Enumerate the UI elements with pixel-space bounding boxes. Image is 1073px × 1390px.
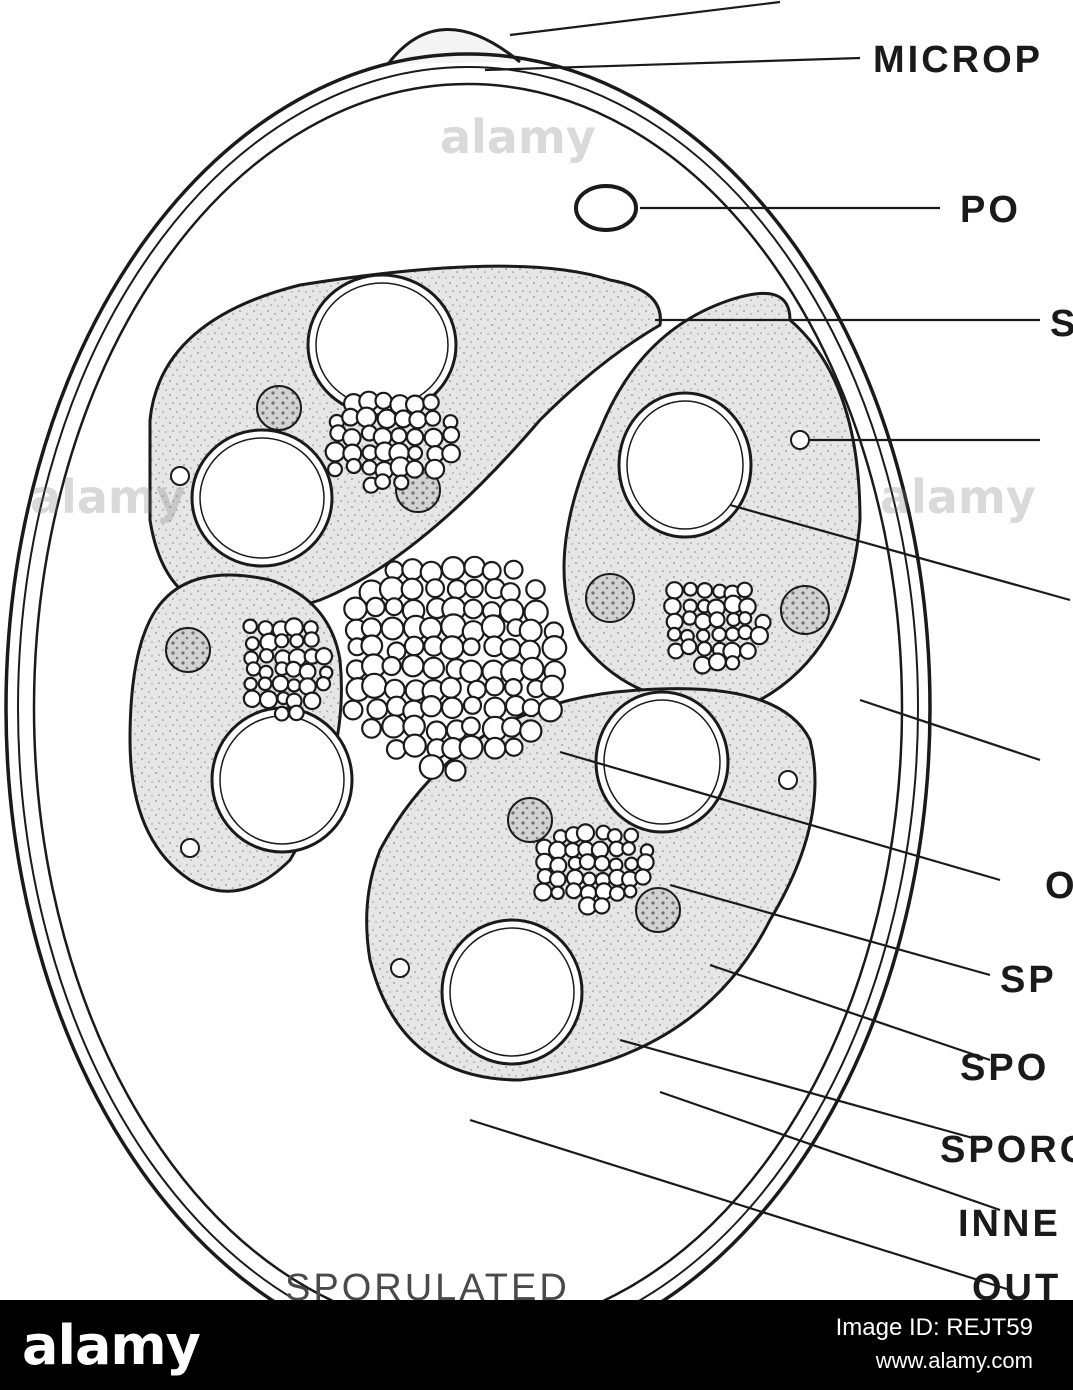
label-sporozoite: SPOROZ <box>940 1129 1073 1171</box>
brand-logo[interactable]: alamy <box>22 1314 201 1377</box>
sporocyst-residuum-c <box>663 581 772 675</box>
caption-sporulated: SPORULATED <box>285 1267 570 1300</box>
sporocyst-residuum-a <box>324 390 462 494</box>
label-sporozoite-nucleus: SPO <box>960 1047 1049 1089</box>
sporocyst-right <box>562 291 862 706</box>
polar-granule <box>574 184 638 232</box>
micropyle-gap <box>430 70 490 75</box>
oocyst-diagram: MICROP PO S O SP SPO SPOROZ INNE OUT SPO… <box>4 0 1073 1300</box>
oocyst-residuum <box>342 555 568 782</box>
site-url[interactable]: www.alamy.com <box>875 1348 1033 1373</box>
sporocyst-residuum-b <box>242 617 334 722</box>
sporocyst-lower-left <box>128 573 354 893</box>
sporocyst-residuum-d <box>533 823 655 916</box>
leader-lines <box>469 0 1071 1292</box>
image-id: Image ID: REJT59 <box>835 1314 1033 1341</box>
label-sporocyst-residuum: SP <box>1000 959 1057 1001</box>
label-polar-granule: PO <box>960 189 1021 231</box>
footer-bar: alamy Image ID: REJT59 www.alamy.com <box>0 1300 1073 1390</box>
label-sporocyst: S <box>1050 303 1073 345</box>
label-micropyle: MICROP <box>873 39 1043 81</box>
label-oocyst-residuum: O <box>1045 865 1073 907</box>
label-outer-wall: OUT <box>972 1267 1061 1300</box>
oocyst-walls <box>4 52 932 1300</box>
label-inner-wall: INNE <box>958 1203 1061 1245</box>
